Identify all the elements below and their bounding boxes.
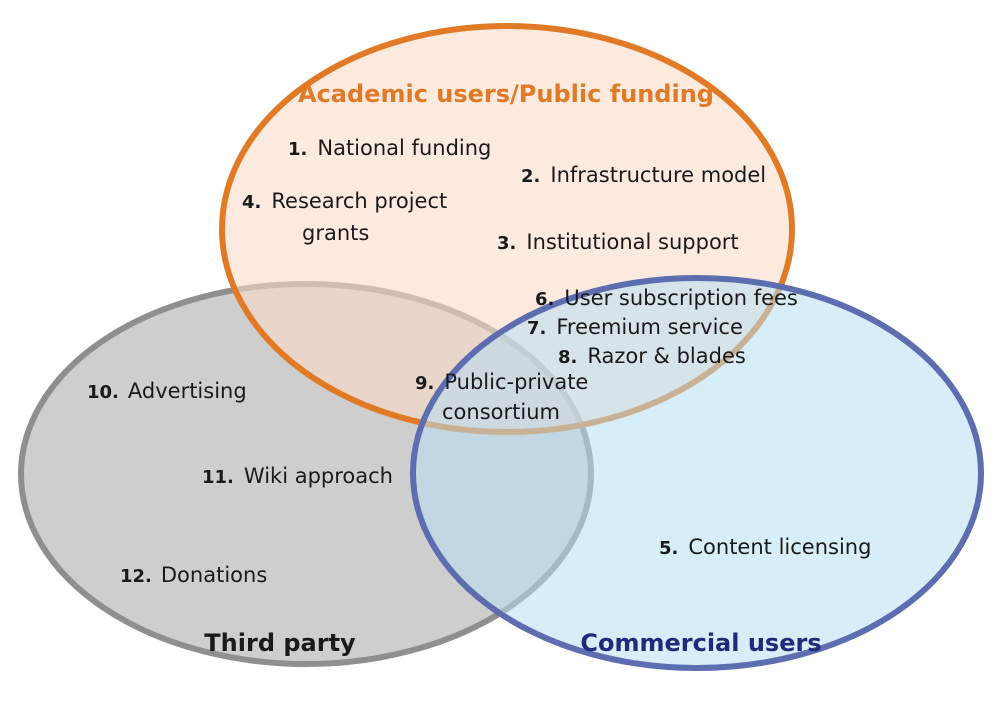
item-9-number: 9. [415, 373, 434, 394]
item-11-number: 11. [202, 467, 234, 488]
item-4-number: 4. [242, 192, 261, 213]
item-3-label: Institutional support [526, 230, 738, 254]
item-11: 11. Wiki approach [202, 464, 393, 488]
item-8: 8. Razor & blades [558, 344, 746, 368]
commercial-title: Commercial users [580, 629, 821, 657]
item-7-number: 7. [527, 318, 546, 339]
item-12-label: Donations [161, 563, 267, 587]
item-9-label: Public-private [444, 370, 588, 394]
item-3-number: 3. [497, 233, 516, 254]
item-9-label-line2: consortium [442, 400, 560, 424]
item-10: 10. Advertising [87, 379, 247, 403]
item-11-label: Wiki approach [244, 464, 393, 488]
item-4-label-line2: grants [302, 221, 369, 245]
academic-title: Academic users/Public funding [298, 80, 714, 108]
item-10-label: Advertising [128, 379, 247, 403]
item-5: 5. Content licensing [659, 535, 871, 559]
item-8-number: 8. [558, 347, 577, 368]
item-12-number: 12. [120, 566, 152, 587]
item-9: 9. Public-private [415, 370, 588, 394]
item-12: 12. Donations [120, 563, 267, 587]
item-3: 3. Institutional support [497, 230, 739, 254]
item-2-number: 2. [521, 166, 540, 187]
item-8-label: Razor & blades [587, 344, 745, 368]
third-party-title: Third party [204, 629, 356, 657]
item-5-number: 5. [659, 538, 678, 559]
item-2-label: Infrastructure model [550, 163, 766, 187]
item-6-label: User subscription fees [564, 286, 797, 310]
item-6: 6. User subscription fees [535, 286, 798, 310]
item-1: 1. National funding [288, 136, 491, 160]
item-2: 2. Infrastructure model [521, 163, 766, 187]
item-4-label: Research project [271, 189, 447, 213]
item-7: 7. Freemium service [527, 315, 743, 339]
item-5-label: Content licensing [688, 535, 871, 559]
item-4: 4. Research project [242, 189, 447, 213]
item-7-label: Freemium service [556, 315, 743, 339]
item-1-label: National funding [317, 136, 491, 160]
item-6-number: 6. [535, 289, 554, 310]
item-10-number: 10. [87, 382, 119, 403]
item-1-number: 1. [288, 139, 307, 160]
commercial-set [410, 275, 984, 671]
